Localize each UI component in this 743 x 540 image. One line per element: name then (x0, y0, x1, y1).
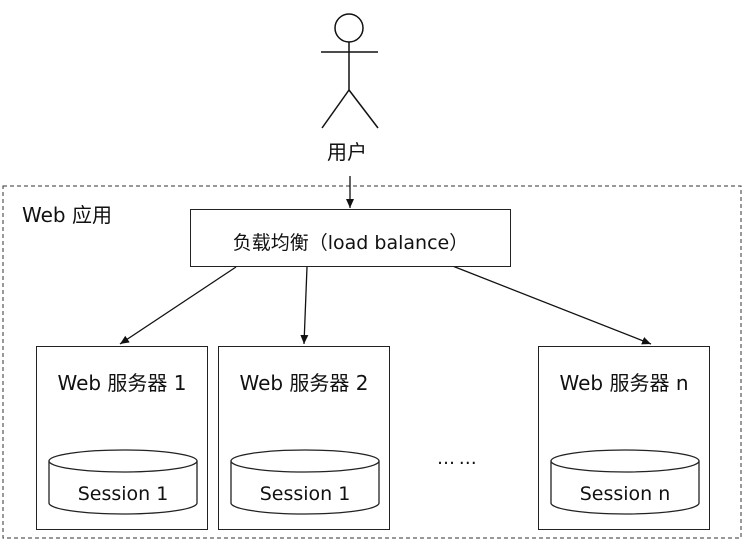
session-store-2: Session 1 (230, 449, 380, 515)
web-app-label: Web 应用 (22, 203, 112, 227)
web-server-n: Web 服务器 n Session n (538, 346, 710, 530)
web-server-1-label: Web 服务器 1 (57, 371, 187, 395)
arrow-lb-to-server-n (449, 264, 652, 345)
ellipsis: … … (437, 448, 477, 469)
session-store-1: Session 1 (48, 449, 198, 515)
session-label-n: Session n (579, 483, 671, 505)
session-store-n: Session n (550, 449, 700, 515)
arrow-lb-to-server-1 (119, 266, 237, 345)
web-app-frame (2, 185, 742, 539)
arrow-lb-to-server-2 (300, 266, 309, 345)
web-server-1: Web 服务器 1 Session 1 (36, 346, 208, 530)
web-server-2-label: Web 服务器 2 (239, 371, 369, 395)
load-balancer-label: 负载均衡（load balance） (232, 232, 469, 254)
web-server-2: Web 服务器 2 Session 1 (218, 346, 390, 530)
load-balancer-box: 负载均衡（load balance） (190, 209, 511, 267)
web-server-n-label: Web 服务器 n (559, 371, 689, 395)
session-label-2: Session 1 (259, 483, 351, 505)
session-label-1: Session 1 (77, 483, 169, 505)
user-stick-figure (321, 13, 379, 129)
user-label: 用户 (327, 140, 367, 164)
